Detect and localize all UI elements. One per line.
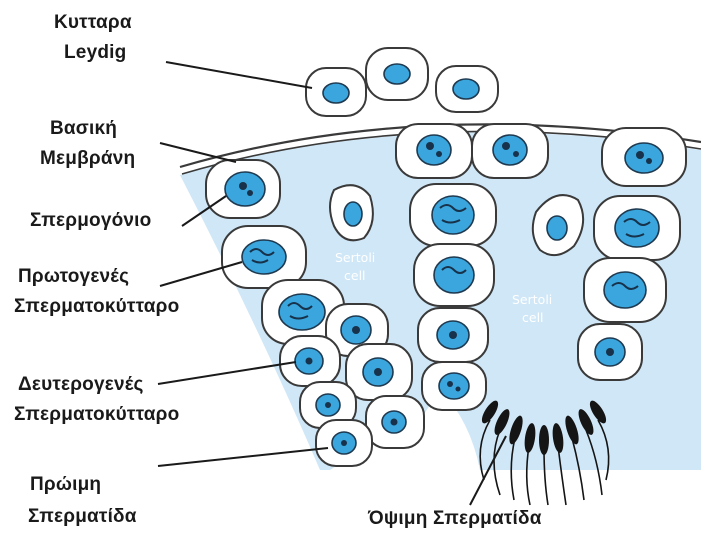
primary-spermatocyte-cell — [410, 184, 496, 246]
leader-basement — [160, 143, 236, 162]
label-early-line1: Πρώιμη — [30, 474, 101, 495]
spermatogonium-cell — [602, 128, 686, 186]
leydig-cell — [306, 68, 366, 116]
early-spermatid-cell — [316, 420, 372, 466]
primary-spermatocyte-cell — [584, 258, 666, 322]
secondary-spermatocyte-cell — [346, 344, 412, 400]
label-secondary-line2: Σπερματοκύτταρο — [14, 404, 179, 425]
label-basement-line1: Βασική — [50, 118, 117, 139]
label-primary-line1: Πρωτογενές — [18, 266, 129, 287]
label-spermatogonium: Σπερμογόνιο — [30, 210, 151, 231]
spermatogonium-cell — [396, 124, 472, 178]
label-sertoli-left-line1: Sertoli — [335, 250, 375, 265]
leader-early-spermatid — [158, 448, 328, 466]
primary-spermatocyte-cell — [414, 244, 494, 306]
label-basement-line2: Μεμβράνη — [40, 148, 135, 169]
primary-spermatocyte-cell — [594, 196, 680, 260]
secondary-spermatocyte-cell — [418, 308, 488, 362]
leydig-cell — [436, 66, 498, 112]
leader-secondary — [158, 362, 296, 384]
early-spermatid-cell — [422, 362, 486, 410]
spermatogonium-cell — [472, 124, 548, 178]
label-sertoli-left-line2: cell — [344, 268, 366, 283]
early-spermatid-cell — [366, 396, 424, 448]
leydig-cell — [366, 48, 428, 100]
leader-leydig — [166, 62, 312, 88]
label-secondary-line1: Δευτερογενές — [18, 374, 144, 395]
spermatogonium-cell — [206, 160, 280, 218]
secondary-spermatocyte-cell — [578, 324, 642, 380]
label-early-line2: Σπερματίδα — [28, 506, 137, 527]
secondary-spermatocyte-cell — [280, 336, 340, 386]
label-sertoli-right-line1: Sertoli — [512, 292, 552, 307]
label-primary-line2: Σπερματοκύτταρο — [14, 296, 179, 317]
primary-spermatocyte-cell — [222, 226, 306, 288]
label-leydig-line1: Κυτταρα — [54, 12, 132, 33]
label-late-spermatid: Όψιμη Σπερματίδα — [367, 508, 542, 529]
label-sertoli-right-line2: cell — [522, 310, 544, 325]
label-leydig-line2: Leydig — [64, 42, 126, 63]
